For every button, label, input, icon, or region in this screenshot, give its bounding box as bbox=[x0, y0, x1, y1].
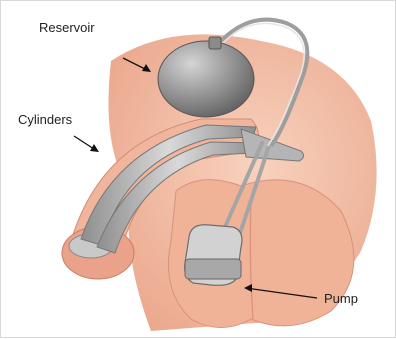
pump-label: Pump bbox=[324, 291, 358, 306]
cylinders-label: Cylinders bbox=[18, 112, 72, 127]
reservoir-label: Reservoir bbox=[39, 20, 95, 35]
reservoir bbox=[158, 41, 254, 117]
